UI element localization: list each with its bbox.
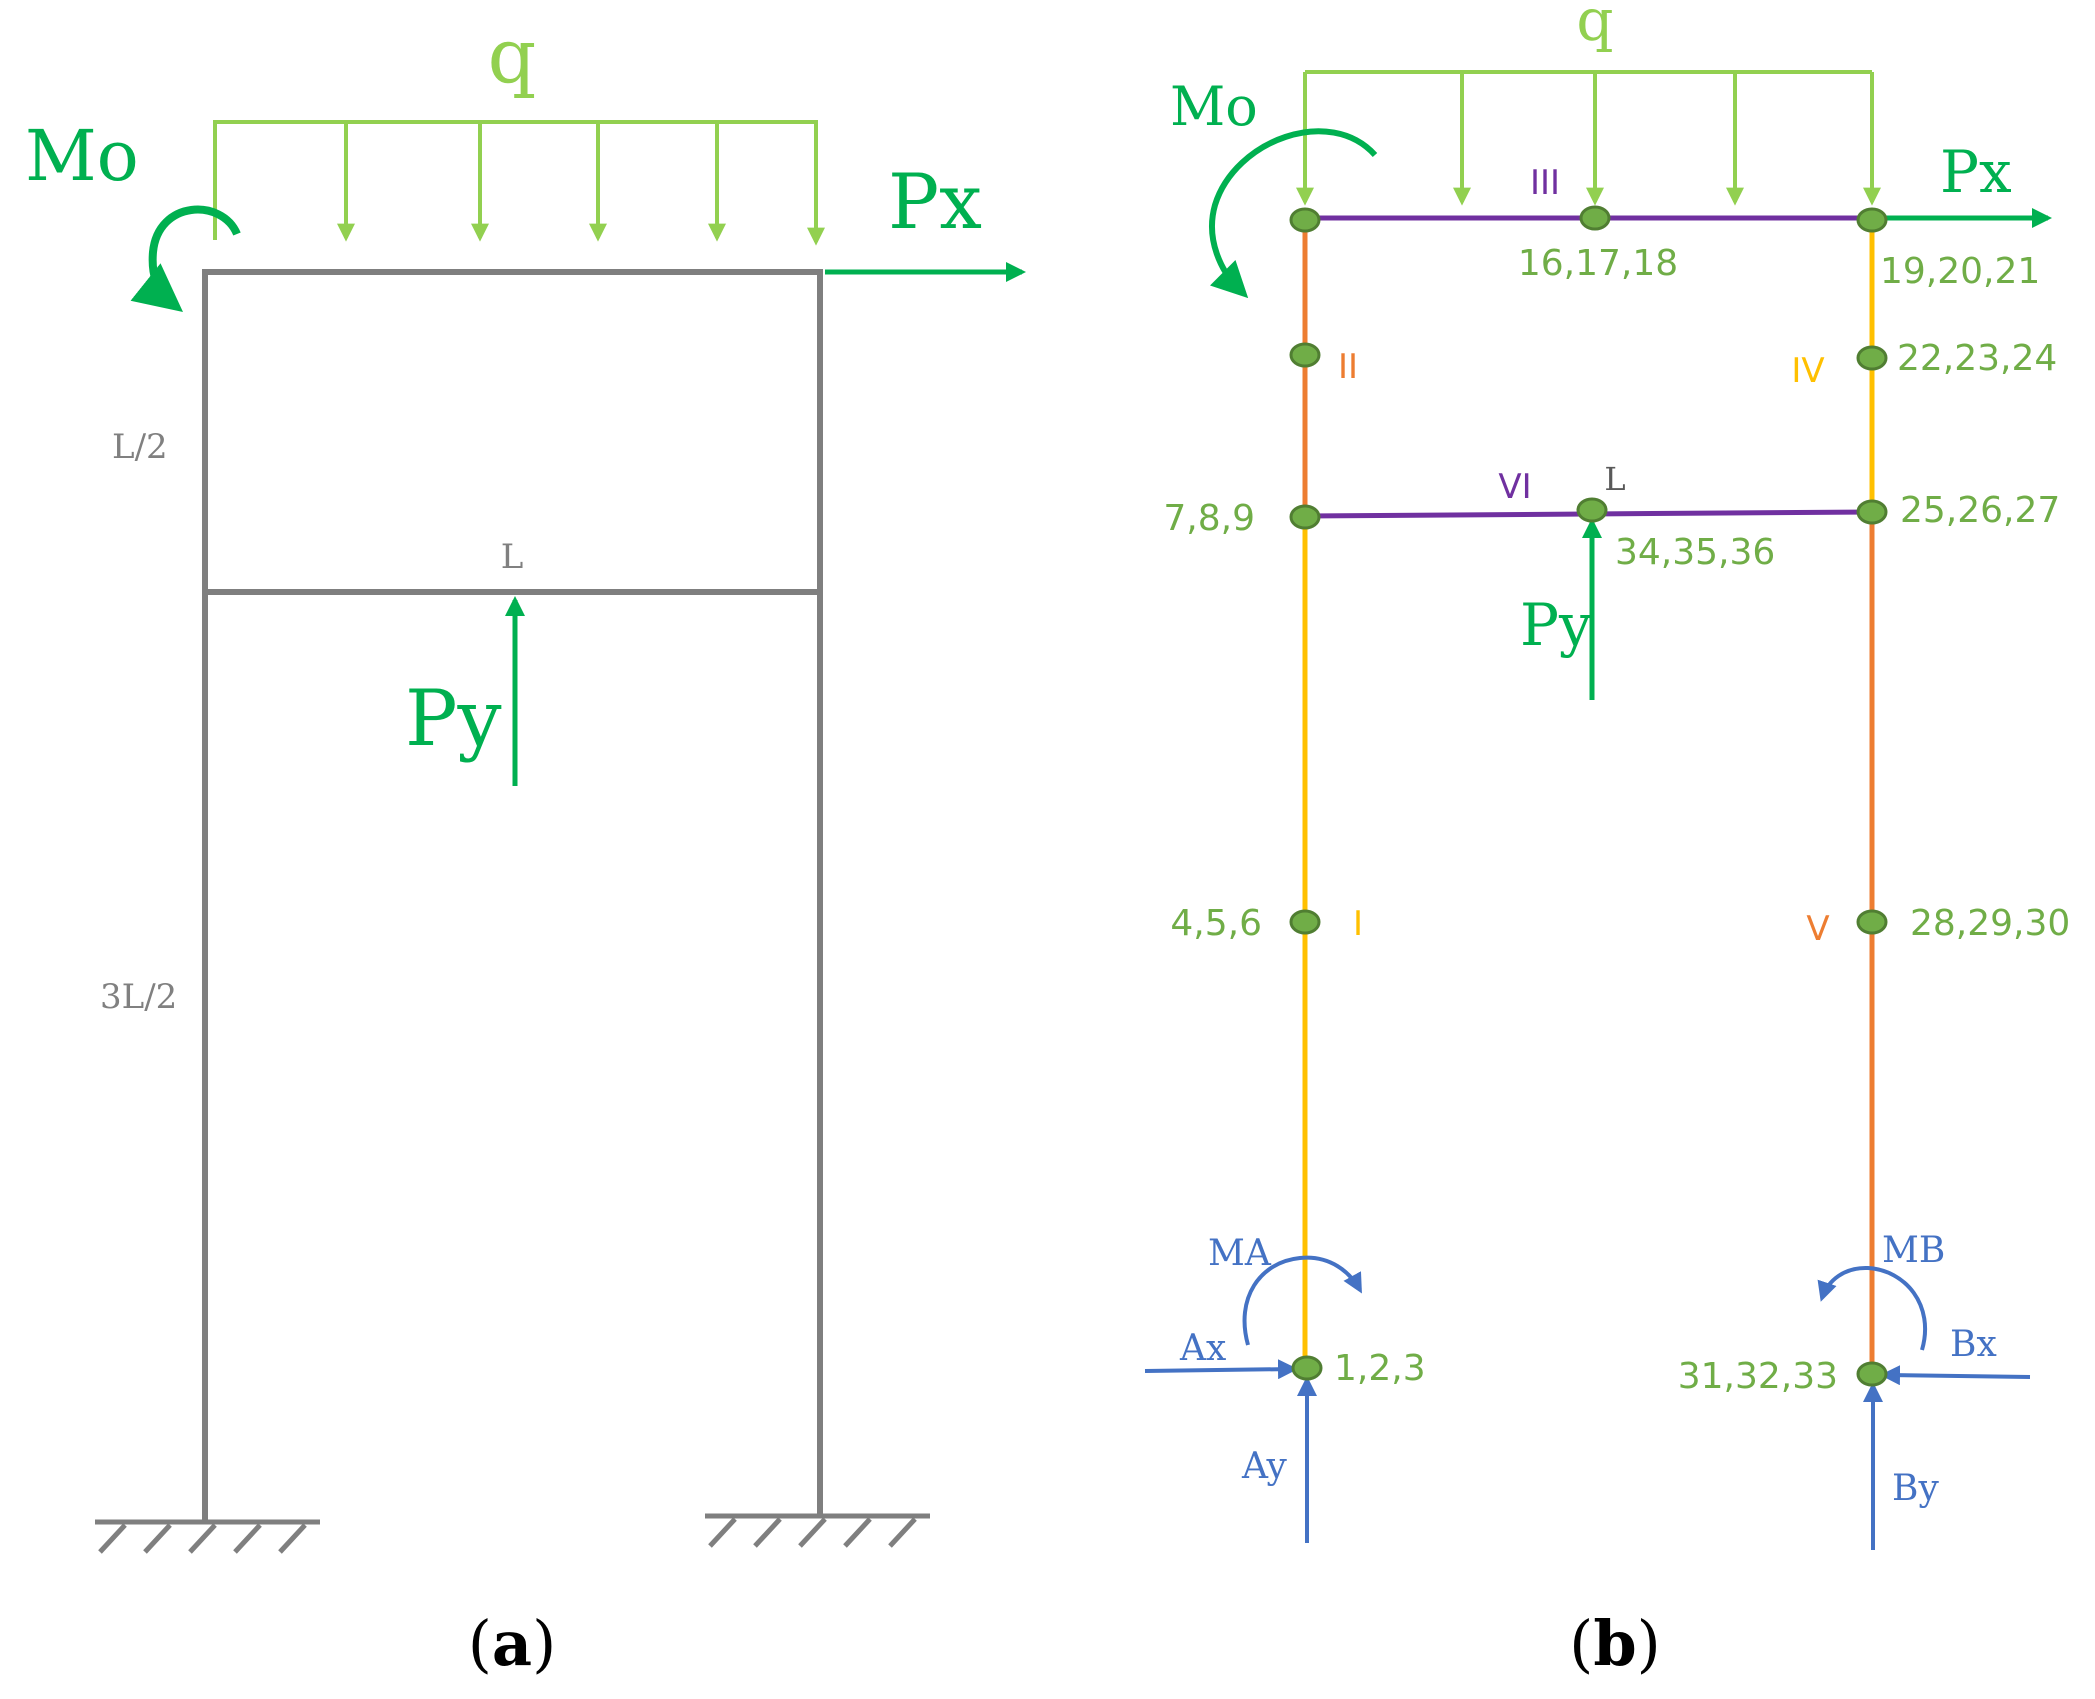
caption-a: (a) [468, 1607, 557, 1680]
reaction-ax-label: Ax [1179, 1328, 1226, 1369]
dim-lower-height: 3L/2 [100, 977, 177, 1017]
right-fixed-support [705, 1513, 930, 1548]
node-19-20-21 [1856, 207, 1888, 233]
element-label-vi: VI [1498, 467, 1531, 507]
moment-mo-label: Mo [25, 115, 139, 197]
dim-upper-height: L/2 [112, 427, 168, 467]
reaction-ma-label: MA [1208, 1233, 1272, 1274]
node-top-middle [1579, 205, 1611, 231]
node-label-19-20-21: 19,20,21 [1880, 251, 2040, 292]
panel-b: q Mo Px Py L III II IV VI I V MA Ax Ay M… [1144, 0, 2070, 1680]
svg-text:(b): (b) [1569, 1607, 1661, 1680]
node-28-29-30 [1856, 909, 1888, 935]
node-labels: 16,17,18 19,20,21 22,23,24 7,8,9 25,26,2… [1163, 243, 2070, 1397]
caption-b: (b) [1569, 1607, 1661, 1680]
load-py-label-b: Py [1520, 591, 1592, 659]
element-label-iv: IV [1791, 351, 1824, 391]
element-label-ii: II [1338, 347, 1358, 387]
reaction-by-label: By [1892, 1468, 1939, 1509]
node-1-2-3 [1291, 1355, 1323, 1381]
reaction-bx-arrow [1880, 1365, 2031, 1386]
node-label-34-35-36: 34,35,36 [1615, 532, 1775, 573]
node-label-22-23-24: 22,23,24 [1897, 338, 2057, 379]
reaction-ax-arrow [1144, 1359, 1298, 1380]
load-py-label: Py [405, 674, 502, 764]
node-25-26-27 [1856, 499, 1888, 525]
element-label-v: V [1806, 909, 1829, 949]
reaction-bx-label: Bx [1950, 1324, 1997, 1365]
dim-beam-length: L [501, 537, 524, 577]
reaction-ma-arrow [1242, 1255, 1362, 1346]
node-7-8-9 [1289, 504, 1321, 530]
reaction-ay-label: Ay [1241, 1446, 1288, 1487]
svg-text:(a): (a) [468, 1607, 557, 1680]
moment-mo-arrow [130, 205, 241, 313]
nodes [1289, 205, 1888, 1387]
moment-mo-arrow-b [1209, 128, 1378, 299]
node-label-4-5-6: 4,5,6 [1170, 903, 1262, 944]
node-4-5-6 [1289, 909, 1321, 935]
load-px-label: Px [888, 157, 982, 246]
element-label-i: I [1353, 904, 1363, 944]
node-34-35-36 [1576, 497, 1608, 523]
node-label-7-8-9: 7,8,9 [1163, 498, 1255, 539]
node-label-25-26-27: 25,26,27 [1900, 490, 2060, 531]
beam-length-label-b: L [1604, 460, 1625, 498]
reaction-mb-arrow [1817, 1265, 1928, 1351]
node-ii [1289, 342, 1321, 368]
left-fixed-support [95, 1519, 320, 1554]
node-22-23-24 [1856, 345, 1888, 371]
distributed-load-q-b [1296, 70, 1881, 206]
element-label-iii: III [1530, 163, 1560, 203]
load-px-label-b: Px [1940, 138, 2012, 206]
node-label-16-17-18: 16,17,18 [1518, 243, 1678, 284]
reaction-mb-label: MB [1882, 1230, 1945, 1271]
node-label-1-2-3: 1,2,3 [1334, 1348, 1426, 1389]
node-label-31-32-33: 31,32,33 [1678, 1356, 1838, 1397]
panel-a: q Mo Px Py L/2 3L/2 L (a) [25, 11, 1026, 1680]
node-16-17-18 [1289, 207, 1321, 233]
load-q-label: q [488, 11, 537, 100]
node-31-32-33 [1856, 1361, 1888, 1387]
load-q-label-b: q [1576, 0, 1613, 54]
node-label-28-29-30: 28,29,30 [1910, 903, 2070, 944]
distributed-load-q [213, 120, 825, 246]
moment-mo-label-b: Mo [1170, 75, 1258, 138]
